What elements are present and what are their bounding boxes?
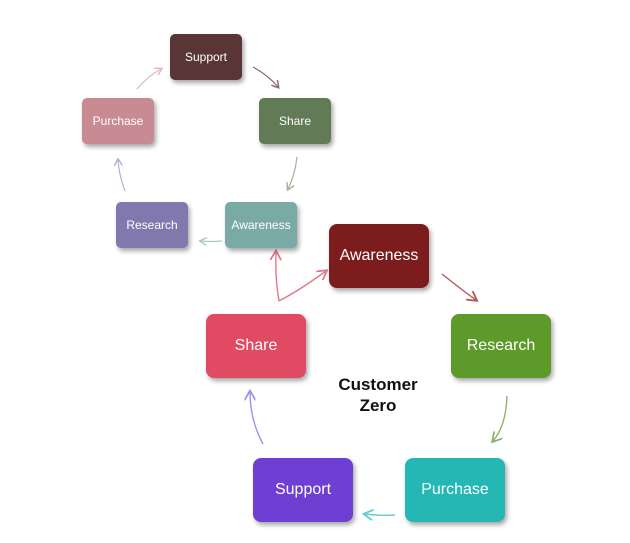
- inner-node-share: Share: [259, 98, 331, 144]
- arrow-support-to-share: [250, 392, 264, 445]
- inner-node-research-label: Research: [126, 218, 178, 232]
- arrow-inner-awareness-to-research: [201, 241, 223, 242]
- inner-node-research: Research: [116, 202, 188, 248]
- arrow-share-to-inner-awareness: [276, 252, 279, 302]
- node-research: Research: [451, 314, 551, 378]
- arrow-inner-purchase-to-support: [136, 69, 161, 90]
- arrow-research-to-purchase: [493, 395, 508, 441]
- inner-node-support-label: Support: [184, 50, 228, 64]
- arrow-inner-support-to-share: [252, 66, 278, 87]
- inner-node-support: Support: [170, 34, 242, 80]
- node-share: Share: [206, 314, 306, 378]
- inner-node-awareness-label: Awareness: [231, 218, 291, 232]
- arrow-share-to-awareness: [278, 271, 326, 302]
- center-title: Customer Zero: [318, 374, 438, 416]
- node-awareness: Awareness: [329, 224, 429, 288]
- inner-node-purchase: Purchase: [82, 98, 154, 144]
- arrow-awareness-to-research: [441, 273, 476, 300]
- node-support: Support: [253, 458, 353, 522]
- node-purchase-label: Purchase: [421, 481, 489, 498]
- center-title-line1: Customer: [338, 375, 418, 394]
- node-share-label: Share: [234, 337, 278, 354]
- center-title-line2: Zero: [359, 396, 397, 415]
- inner-node-awareness: Awareness: [225, 202, 297, 248]
- node-purchase: Purchase: [405, 458, 505, 522]
- node-support-label: Support: [274, 481, 332, 498]
- arrow-inner-share-to-awareness: [288, 156, 298, 189]
- inner-node-purchase-label: Purchase: [92, 114, 144, 128]
- arrow-purchase-to-support: [365, 514, 396, 515]
- node-research-label: Research: [466, 337, 536, 354]
- arrow-inner-research-to-purchase: [118, 160, 126, 192]
- node-awareness-label: Awareness: [339, 247, 419, 264]
- inner-node-share-label: Share: [278, 114, 312, 128]
